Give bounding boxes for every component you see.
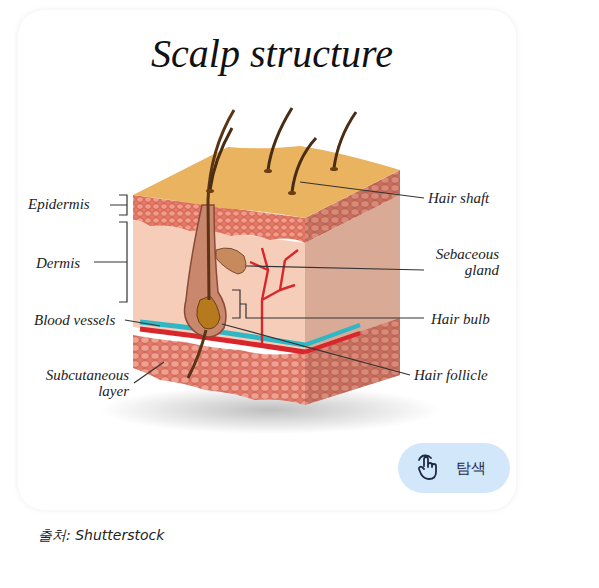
bulb-bracket	[232, 290, 424, 318]
dermis-bracket	[94, 222, 127, 302]
part-label: Dermis	[36, 255, 80, 271]
follicle	[185, 205, 227, 337]
part-label: Epidermis	[28, 196, 90, 212]
part-label: Hair bulb	[431, 311, 490, 327]
sebaceous-gland	[216, 248, 246, 274]
part-label: Sebaceous gland	[419, 246, 499, 278]
source-caption: 출처: Shutterstock	[38, 527, 164, 545]
pore	[330, 167, 338, 171]
part-label: Hair shaft	[428, 190, 489, 206]
hair	[334, 112, 356, 168]
hair-root	[188, 330, 206, 378]
search-button: 탐색	[398, 443, 510, 493]
epidermis-bracket	[110, 195, 127, 215]
capillaries	[250, 248, 298, 345]
leader-line	[125, 320, 160, 326]
part-label: Subcutaneous layer	[29, 367, 129, 399]
part-label: Hair follicle	[414, 367, 488, 383]
touch-icon	[416, 454, 442, 482]
leader-line	[222, 324, 410, 375]
hair	[268, 108, 292, 170]
pore	[206, 189, 214, 193]
hair	[210, 128, 232, 190]
scalp-surface	[133, 146, 400, 218]
button-label: 탐색	[456, 459, 486, 478]
pore	[264, 169, 272, 173]
leader-line	[246, 266, 424, 270]
hair-in-follicle	[208, 110, 234, 300]
artery	[140, 329, 305, 352]
pore	[288, 191, 296, 195]
part-label: Blood vessels	[34, 312, 115, 328]
front-subcutaneous	[133, 335, 305, 405]
bulb	[197, 296, 220, 329]
leader-line	[134, 362, 164, 383]
side-subcutaneous	[305, 318, 400, 405]
diagram-title: Scalp structure	[151, 30, 393, 77]
leader-line	[300, 182, 424, 198]
